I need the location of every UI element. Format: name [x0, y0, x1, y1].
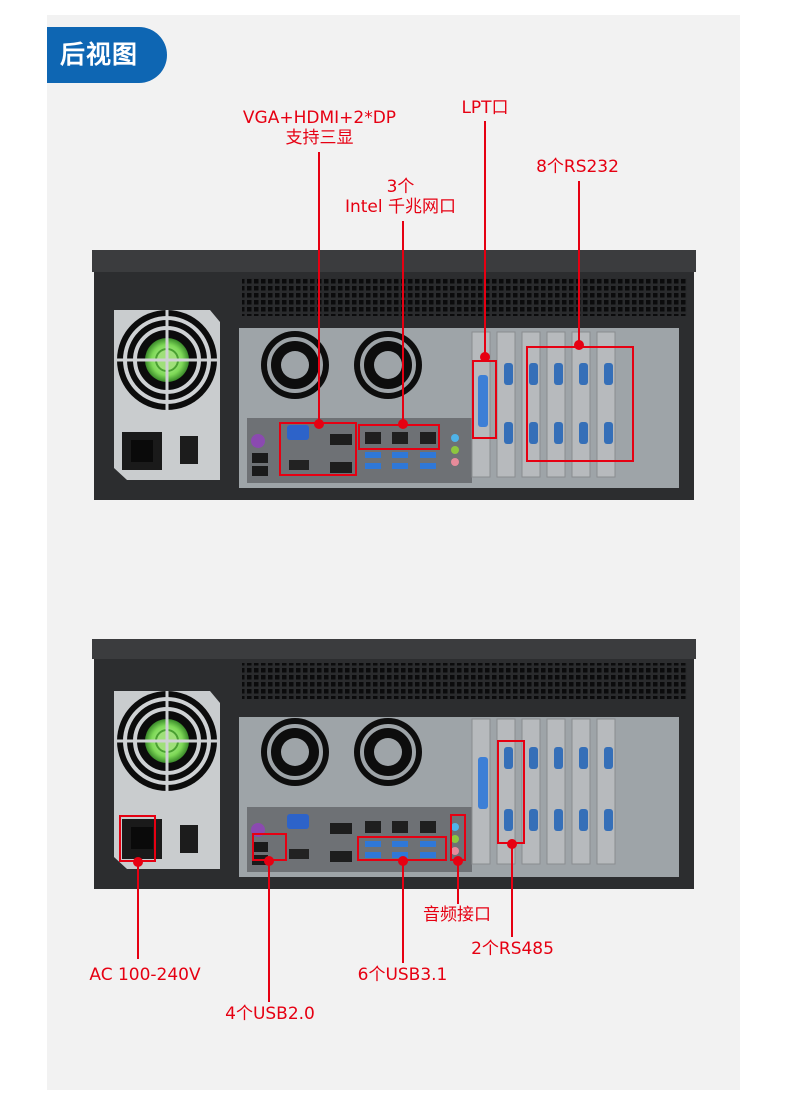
highlight-power-inlet: [119, 815, 156, 862]
chassis-rear-view-bottom: [92, 639, 696, 889]
label-rs232: 8个RS232: [536, 157, 619, 177]
leader-rs485: [511, 844, 513, 937]
marker-video: [314, 419, 324, 429]
chassis-illustration: [92, 639, 696, 889]
leader-power: [137, 862, 139, 959]
label-lan-line1: 3个: [386, 177, 415, 197]
highlight-lpt-port: [472, 360, 497, 439]
chassis-illustration: [92, 250, 696, 500]
marker-rs232: [574, 340, 584, 350]
section-title: 后视图: [47, 27, 167, 83]
label-video: VGA+HDMI+2*DP 支持三显: [222, 108, 417, 148]
marker-lpt: [480, 352, 490, 362]
highlight-lan-ports: [358, 424, 440, 450]
label-lpt: LPT口: [461, 98, 509, 118]
highlight-rs485-ports: [497, 740, 525, 844]
label-audio: 音频接口: [423, 905, 491, 925]
label-video-line2: 支持三显: [285, 128, 354, 148]
leader-usb2: [268, 861, 270, 1002]
label-lan-line2: Intel 千兆网口: [344, 197, 457, 217]
leader-lpt: [484, 121, 486, 357]
content-panel: [47, 15, 740, 1090]
label-usb2: 4个USB2.0: [225, 1004, 315, 1024]
highlight-audio-jacks: [450, 814, 466, 861]
leader-lan: [402, 221, 404, 424]
leader-usb3: [402, 861, 404, 963]
highlight-rs232-ports: [526, 346, 634, 462]
label-video-line1: VGA+HDMI+2*DP: [242, 108, 397, 128]
leader-rs232: [578, 181, 580, 343]
leader-video: [318, 152, 320, 424]
leader-audio: [457, 861, 459, 904]
label-rs485: 2个RS485: [471, 939, 554, 959]
label-lan: 3个 Intel 千兆网口: [328, 177, 473, 217]
label-usb3: 6个USB3.1: [357, 965, 448, 985]
highlight-video-ports: [279, 422, 357, 476]
chassis-rear-view-top: [92, 250, 696, 500]
label-power: AC 100-240V: [89, 965, 201, 985]
